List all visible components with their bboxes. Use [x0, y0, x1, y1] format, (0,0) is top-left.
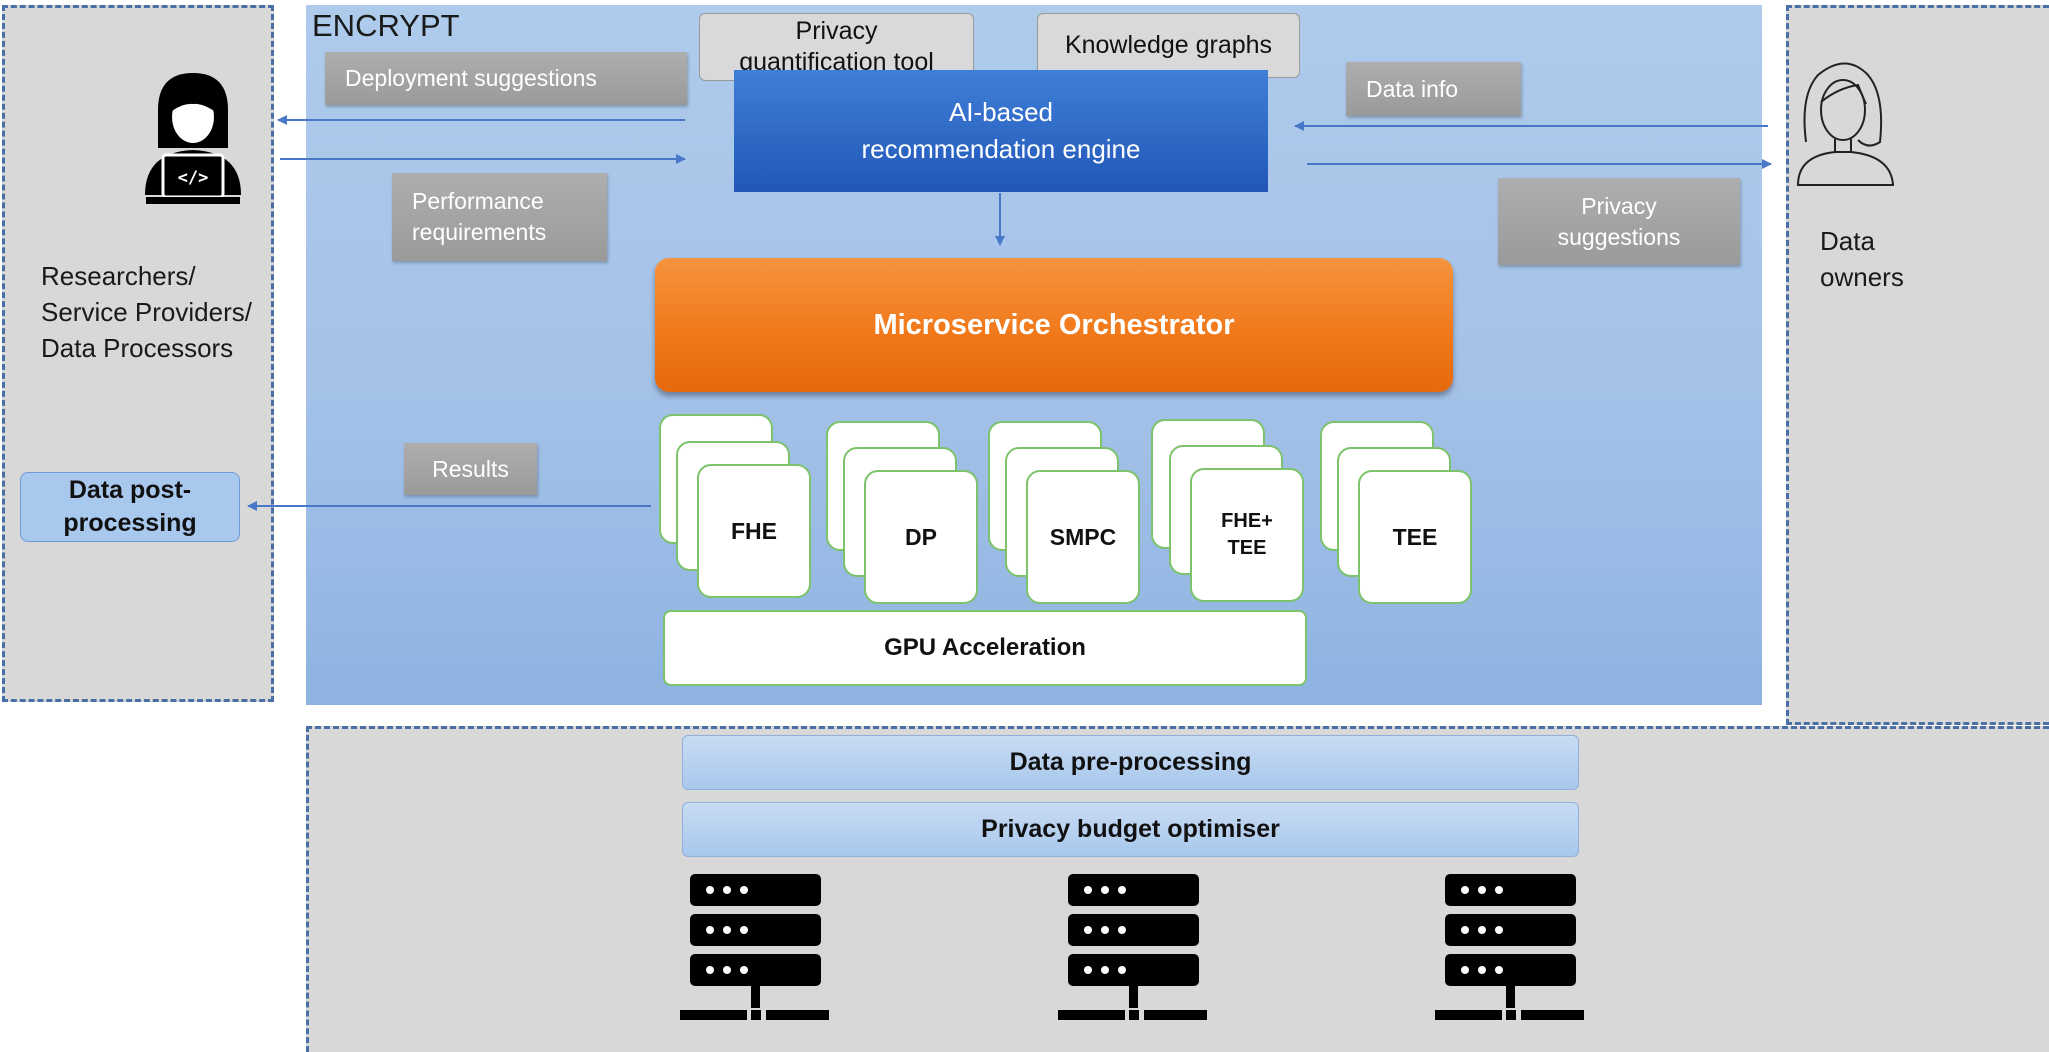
service-card-smpc: SMPC [1026, 470, 1140, 604]
right-actor-panel [1786, 5, 2049, 725]
server-icon-1 [680, 874, 829, 1020]
service-card-tee: TEE [1358, 470, 1472, 604]
microservice-orchestrator: Microservice Orchestrator [655, 258, 1453, 392]
data-owners-label: Data owners [1820, 226, 1904, 292]
server-icon-3 [1435, 874, 1584, 1020]
server-icon-2 [1058, 874, 1207, 1020]
knowledge-graphs: Knowledge graphs [1037, 13, 1300, 78]
researchers-label: Researchers/ Service Providers/ Data Pro… [41, 261, 252, 363]
privacy-suggestions-label: Privacy suggestions [1498, 178, 1740, 265]
privacy-budget-optimiser: Privacy budget optimiser [682, 802, 1579, 857]
data-info-label: Data info [1346, 62, 1521, 116]
results-label: Results [404, 443, 537, 495]
deployment-suggestions-label: Deployment suggestions [325, 52, 687, 105]
service-card-dp: DP [864, 470, 978, 604]
gpu-acceleration: GPU Acceleration [663, 610, 1307, 686]
developer-icon: </> [145, 73, 241, 204]
data-pre-processing: Data pre-processing [682, 735, 1579, 790]
data-post-processing: Data post- processing [20, 472, 240, 542]
performance-requirements-label: Performance requirements [392, 173, 607, 261]
left-actor-panel [2, 5, 274, 702]
encrypt-title: ENCRYPT [312, 8, 460, 43]
service-card-fhe: FHE [697, 464, 811, 598]
data-owner-icon [1796, 62, 1895, 186]
service-card-fhe-tee: FHE+ TEE [1190, 468, 1304, 602]
svg-text:</>: </> [178, 168, 209, 188]
recommendation-engine: AI-based recommendation engine [734, 70, 1268, 192]
